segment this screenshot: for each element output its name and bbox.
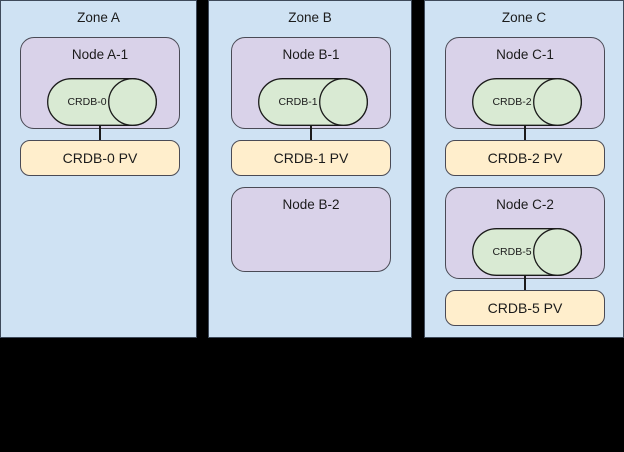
node-b-2-title: Node B-2 (282, 197, 340, 212)
cylinder-icon (472, 78, 582, 126)
volume-crdb-1-pv-label: CRDB-1 PV (273, 150, 349, 166)
volume-crdb-5-pv-label: CRDB-5 PV (487, 300, 563, 316)
zone-a-container: Zone A Node A-1 CRDB-0 CRDB-0 PV (0, 0, 197, 338)
connector-crdb-5-to-pv (524, 275, 526, 291)
zone-c-container: Zone C Node C-1 CRDB-2 CRDB-2 PV Node C-… (424, 0, 624, 338)
cylinder-icon (472, 228, 582, 276)
node-c-2: Node C-2 CRDB-5 (445, 187, 605, 279)
volume-crdb-0-pv: CRDB-0 PV (20, 140, 180, 176)
volume-crdb-1-pv: CRDB-1 PV (231, 140, 391, 176)
cylinder-icon (47, 78, 157, 126)
node-a-1: Node A-1 CRDB-0 (20, 37, 180, 129)
connector-crdb-1-to-pv (310, 125, 312, 141)
zone-a-title: Zone A (77, 10, 120, 25)
node-b-2: Node B-2 (231, 187, 391, 272)
zone-c-title: Zone C (501, 10, 547, 25)
connector-crdb-0-to-pv (99, 125, 101, 141)
node-c-2-title: Node C-2 (496, 197, 554, 212)
volume-crdb-2-pv: CRDB-2 PV (445, 140, 605, 176)
node-b-1-title: Node B-1 (282, 47, 340, 62)
pod-crdb-5: CRDB-5 (472, 228, 582, 276)
node-c-1: Node C-1 CRDB-2 (445, 37, 605, 129)
volume-crdb-2-pv-label: CRDB-2 PV (487, 150, 563, 166)
node-a-1-title: Node A-1 (71, 47, 129, 62)
pod-crdb-2: CRDB-2 (472, 78, 582, 126)
volume-crdb-5-pv: CRDB-5 PV (445, 290, 605, 326)
connector-crdb-2-to-pv (524, 125, 526, 141)
node-c-1-title: Node C-1 (496, 47, 554, 62)
pod-crdb-1: CRDB-1 (258, 78, 368, 126)
node-b-1: Node B-1 CRDB-1 (231, 37, 391, 129)
pod-crdb-0: CRDB-0 (47, 78, 157, 126)
volume-crdb-0-pv-label: CRDB-0 PV (62, 150, 138, 166)
zone-b-title: Zone B (288, 10, 332, 25)
cylinder-icon (258, 78, 368, 126)
zone-b-container: Zone B Node B-1 CRDB-1 CRDB-1 PV Node B-… (208, 0, 412, 338)
